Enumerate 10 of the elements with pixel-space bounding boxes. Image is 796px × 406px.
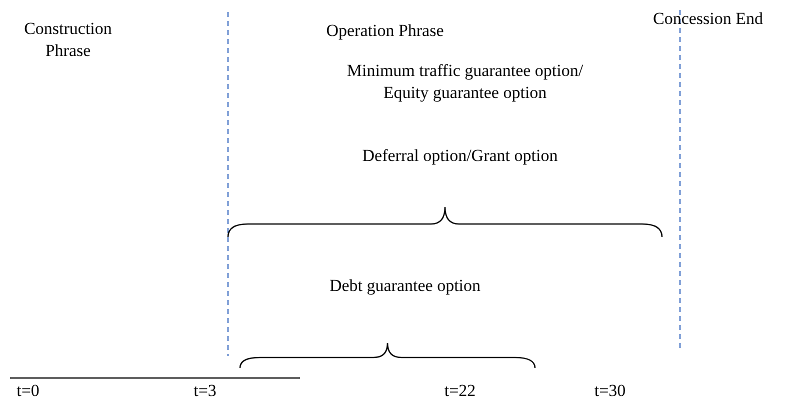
time-label: t=30 bbox=[593, 380, 627, 402]
phase-label: Operation Phrase bbox=[325, 20, 445, 42]
phase-label: Construction Phrase bbox=[23, 18, 113, 62]
option-label: Debt guarantee option bbox=[328, 275, 482, 297]
time-label: t=3 bbox=[192, 380, 218, 402]
option-label: Deferral option/Grant option bbox=[361, 145, 559, 167]
time-label: t=22 bbox=[443, 380, 477, 402]
phase-label: Concession End bbox=[652, 8, 764, 30]
time-label: t=0 bbox=[16, 380, 40, 402]
option-label: Minimum traffic guarantee option/ Equity guarantee option bbox=[346, 60, 584, 104]
